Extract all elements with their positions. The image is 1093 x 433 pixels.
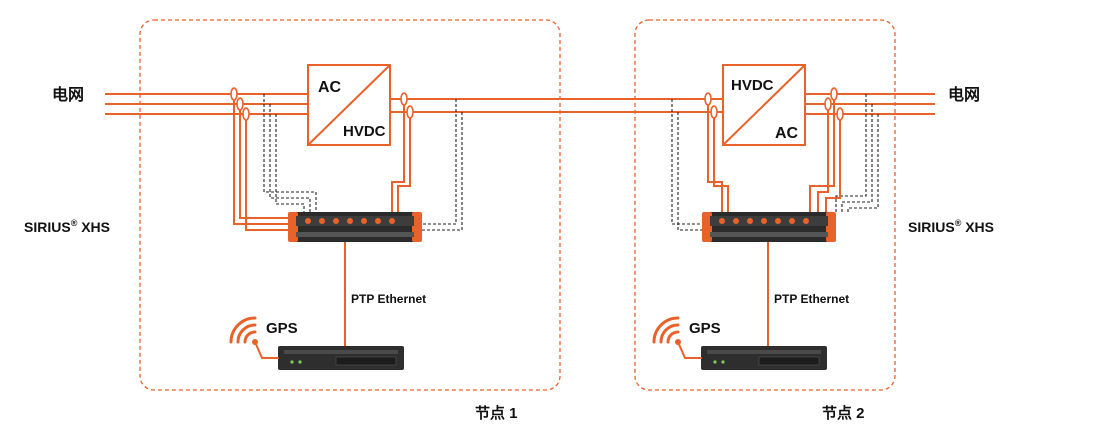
daq-label-left-suffix: XHS (77, 219, 110, 235)
node-2-voltage-taps (671, 94, 879, 231)
node-1-current-wires (233, 94, 411, 231)
gps-label-1: GPS (266, 320, 298, 337)
node-2-current-wires (707, 94, 841, 212)
daq-label-left-name: SIRIUS (24, 219, 71, 235)
gps-antenna-icon-2 (652, 316, 702, 359)
daq-label-right-sup: ® (955, 218, 962, 228)
converter-1-bottom-label: HVDC (343, 123, 386, 140)
daq-label-right-name: SIRIUS (908, 219, 955, 235)
daq-device-2 (702, 212, 836, 242)
node-1-box (139, 19, 561, 391)
converter-2-bottom-label: AC (775, 125, 799, 142)
daq-label-left-sup: ® (71, 218, 78, 228)
daq-label-right: SIRIUS® XHS (908, 218, 994, 235)
grid-lines-left (105, 93, 308, 115)
converter-2: HVDC AC (722, 64, 806, 146)
node-2-label: 节点 2 (822, 404, 865, 422)
ptp-ethernet-label-1: PTP Ethernet (351, 292, 426, 306)
ptp-ethernet-label-2: PTP Ethernet (774, 292, 849, 306)
node-1-label: 节点 1 (475, 404, 518, 422)
node-1-current-clamps (230, 87, 414, 121)
daq-label-left: SIRIUS® XHS (24, 218, 110, 235)
grid-label-left: 电网 (52, 85, 84, 104)
converter-1-top-label: AC (318, 79, 342, 96)
grid-label-right: 电网 (948, 85, 980, 104)
node-2-box (634, 19, 896, 391)
converter-1: AC HVDC (307, 64, 391, 146)
converter-2-top-label: HVDC (731, 77, 774, 94)
ptp-switch-2 (701, 346, 827, 370)
node-2-current-clamps (704, 87, 844, 121)
daq-label-right-suffix: XHS (961, 219, 994, 235)
hvdc-link-lines (390, 98, 723, 113)
daq-device-1 (288, 212, 422, 242)
ptp-switch-1 (278, 346, 404, 370)
gps-label-2: GPS (689, 320, 721, 337)
gps-antenna-icon-1 (229, 316, 279, 359)
